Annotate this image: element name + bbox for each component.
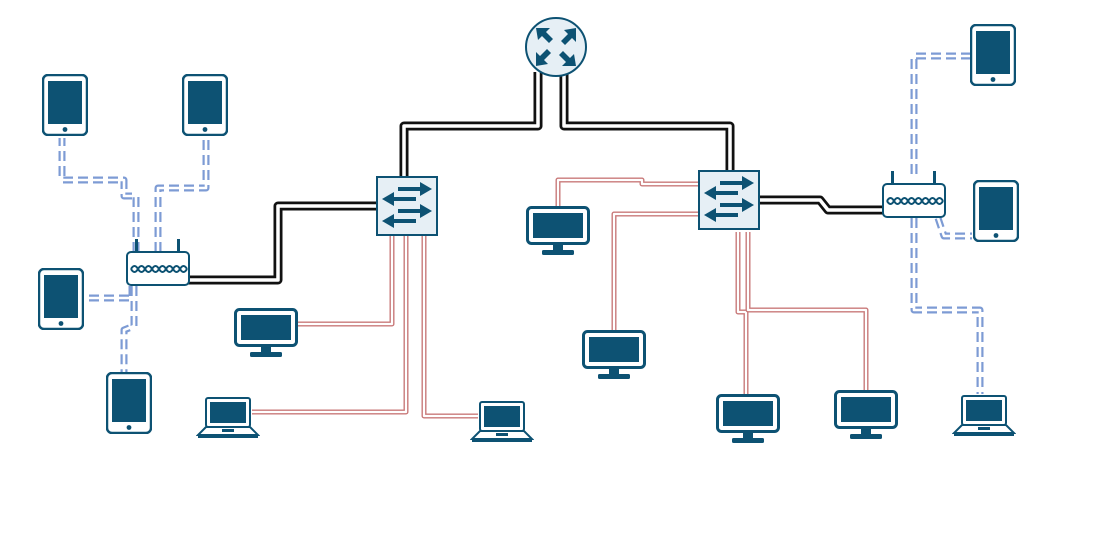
tablet-icon: [106, 372, 152, 434]
tablet-l4[interactable]: [106, 372, 152, 434]
laptop-icon: [471, 401, 533, 443]
monitor-5[interactable]: [834, 390, 898, 440]
link-switch-right-to-wifi-ap-right: [760, 195, 884, 215]
tablet-l1[interactable]: [42, 74, 88, 136]
router-icon: [525, 17, 587, 77]
tablet-r2[interactable]: [973, 180, 1019, 242]
links-layer: [58, 52, 984, 419]
link-core-router-to-switch-right: [559, 72, 735, 172]
laptop-1[interactable]: [197, 397, 259, 439]
link-switch-right-to-monitor-2: [555, 177, 700, 208]
link-switch-left-to-monitor-1: [298, 234, 395, 327]
monitor-1[interactable]: [234, 308, 298, 358]
tablet-l3[interactable]: [38, 268, 84, 330]
monitor-2[interactable]: [526, 206, 590, 256]
link-switch-right-to-monitor-5: [745, 232, 869, 392]
wifi-ap-right[interactable]: [882, 170, 946, 218]
link-wifi-ap-left-to-tablet-l2: [154, 138, 210, 252]
nodes-layer: [38, 17, 1019, 444]
monitor-icon: [526, 206, 590, 256]
switch-left[interactable]: [376, 176, 438, 236]
link-switch-left-to-laptop-2: [421, 234, 478, 419]
link-wifi-ap-right-to-tablet-r1: [910, 52, 970, 174]
link-switch-right-to-monitor-3: [611, 211, 700, 332]
monitor-icon: [234, 308, 298, 358]
tablet-icon: [42, 74, 88, 136]
link-wifi-ap-right-to-laptop-r: [910, 218, 984, 394]
switch-right[interactable]: [698, 170, 760, 230]
tablet-icon: [38, 268, 84, 330]
wireless-router-icon: [882, 170, 946, 218]
monitor-4[interactable]: [716, 394, 780, 444]
tablet-l2[interactable]: [182, 74, 228, 136]
tablet-r1[interactable]: [970, 24, 1016, 86]
link-switch-left-to-laptop-1: [252, 234, 409, 415]
tablet-icon: [973, 180, 1019, 242]
core-router[interactable]: [525, 17, 587, 77]
laptop-r[interactable]: [953, 395, 1015, 437]
link-wifi-ap-left-to-tablet-l3: [86, 286, 136, 302]
link-switch-right-to-monitor-4: [735, 232, 749, 396]
switch-icon: [698, 170, 760, 230]
laptop-icon: [953, 395, 1015, 437]
tablet-icon: [970, 24, 1016, 86]
link-wifi-ap-right-to-tablet-r2: [934, 216, 972, 240]
switch-icon: [376, 176, 438, 236]
link-switch-left-to-wifi-ap-left: [188, 201, 378, 285]
monitor-icon: [834, 390, 898, 440]
monitor-icon: [716, 394, 780, 444]
link-core-router-to-switch-left: [399, 72, 543, 178]
laptop-icon: [197, 397, 259, 439]
tablet-icon: [182, 74, 228, 136]
monitor-3[interactable]: [582, 330, 646, 380]
link-wifi-ap-left-to-tablet-l4: [120, 286, 138, 372]
link-wifi-ap-left-to-tablet-l1: [58, 138, 140, 252]
laptop-2[interactable]: [471, 401, 533, 443]
monitor-icon: [582, 330, 646, 380]
